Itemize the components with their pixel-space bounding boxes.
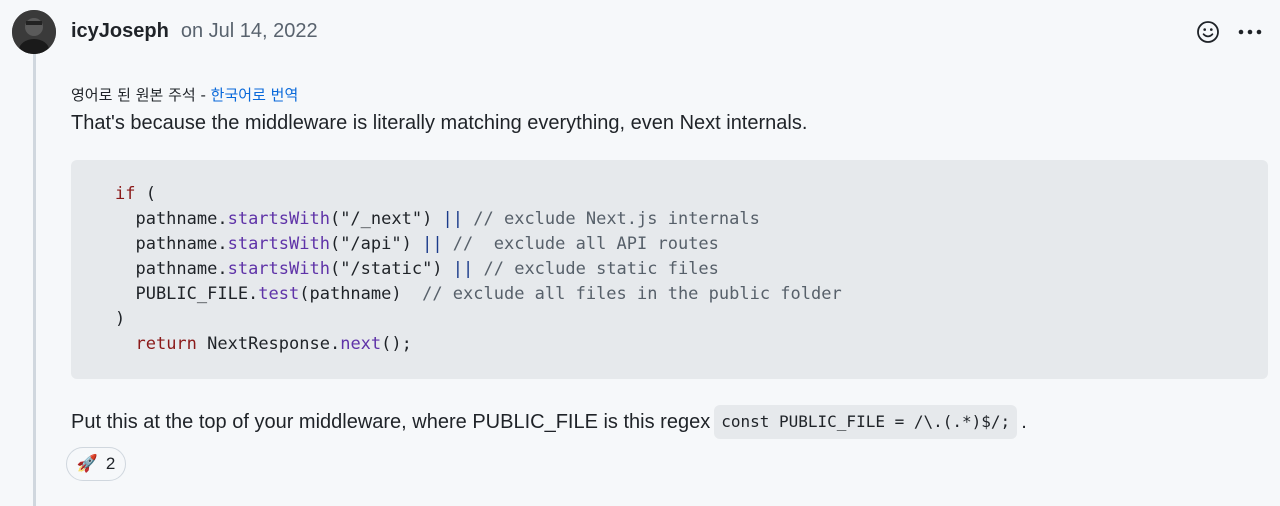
- code-token: [115, 334, 135, 354]
- code-token: ||: [452, 259, 474, 279]
- comment-paragraph-2: Put this at the top of your middleware, …: [71, 405, 1027, 439]
- paragraph2-text: Put this at the top of your middleware, …: [71, 411, 711, 433]
- code-block: if ( pathname.startsWith("/_next") || //…: [71, 160, 1268, 379]
- code-token: (: [135, 184, 156, 204]
- code-token: ||: [442, 209, 464, 229]
- code-token: if: [115, 184, 136, 204]
- code-content: if ( pathname.startsWith("/_next") || //…: [115, 182, 842, 357]
- code-token: pathname.: [115, 234, 228, 254]
- code-token: PUBLIC_FILE.: [115, 284, 259, 304]
- paragraph2-end: .: [1021, 411, 1027, 433]
- translation-notice: 영어로 된 원본 주석 - 한국어로 번역: [71, 84, 298, 105]
- comment-header: icyJoseph on Jul 14, 2022: [71, 17, 318, 45]
- kebab-horizontal-icon[interactable]: [1236, 18, 1264, 46]
- code-comment: // exclude static files: [473, 259, 719, 279]
- code-comment: // exclude all API routes: [442, 234, 719, 254]
- code-token: ("/api"): [329, 234, 423, 254]
- code-token: startsWith: [227, 209, 330, 229]
- comment-date[interactable]: on Jul 14, 2022: [180, 19, 318, 42]
- code-token: pathname.: [115, 209, 228, 229]
- code-token: test: [258, 284, 300, 304]
- code-token: return: [135, 334, 197, 354]
- code-token: startsWith: [227, 234, 330, 254]
- code-token: next: [340, 334, 382, 354]
- code-token: pathname.: [115, 259, 228, 279]
- reaction-count: 2: [105, 454, 116, 473]
- comment-paragraph: That's because the middleware is literal…: [71, 112, 808, 134]
- code-token: NextResponse.: [196, 334, 341, 354]
- code-token: startsWith: [227, 259, 330, 279]
- code-comment: // exclude all files in the public folde…: [401, 284, 842, 304]
- code-token: ||: [422, 234, 443, 254]
- code-token: ("/_next"): [329, 209, 443, 229]
- smiley-icon[interactable]: [1194, 18, 1222, 46]
- code-token: ("/static"): [329, 259, 453, 279]
- author-link[interactable]: icyJoseph: [71, 19, 169, 42]
- translate-link[interactable]: 한국어로 번역: [210, 86, 299, 104]
- translation-note: 영어로 된 원본 주석 -: [71, 86, 206, 104]
- inline-code: const PUBLIC_FILE = /\.(.*)$/;: [714, 405, 1018, 439]
- timeline-line: [33, 52, 36, 506]
- code-token: (pathname): [299, 284, 402, 304]
- rocket-icon: 🚀: [76, 454, 98, 473]
- comment-actions: [1194, 18, 1264, 46]
- code-token: ): [115, 309, 126, 329]
- rocket-reaction-button[interactable]: 🚀 2: [66, 447, 126, 481]
- avatar[interactable]: [12, 10, 56, 54]
- code-token: ();: [381, 334, 412, 354]
- code-comment: // exclude Next.js internals: [463, 209, 760, 229]
